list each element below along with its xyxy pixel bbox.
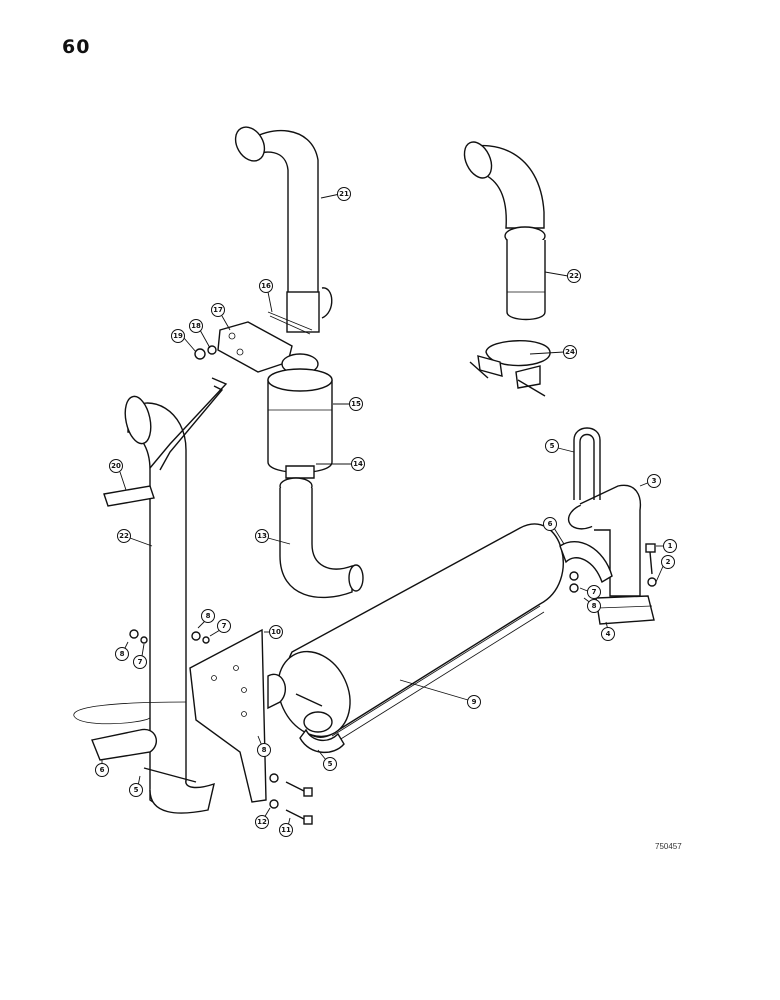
- stack-pipe-22: [124, 395, 215, 814]
- svg-text:4: 4: [606, 630, 611, 638]
- clamp-24: [469, 340, 551, 397]
- svg-text:22: 22: [119, 532, 129, 540]
- svg-text:14: 14: [353, 460, 363, 468]
- callout-19: 19: [171, 329, 185, 343]
- callout-5-left: 5: [129, 783, 143, 797]
- svg-text:20: 20: [111, 462, 121, 470]
- svg-text:19: 19: [173, 332, 183, 340]
- svg-text:2: 2: [666, 558, 671, 566]
- stack-pipe-21: [234, 126, 333, 335]
- callout-5-top: 5: [545, 439, 559, 453]
- brace-20: [103, 377, 228, 507]
- svg-text:5: 5: [134, 786, 139, 794]
- svg-text:9: 9: [472, 698, 477, 706]
- callout-10: 10: [269, 625, 283, 639]
- svg-text:3: 3: [652, 477, 657, 485]
- callout-7-left: 7: [133, 655, 147, 669]
- bracket-17: [194, 321, 293, 373]
- svg-text:7: 7: [222, 622, 227, 630]
- sleeve-15: [267, 353, 333, 479]
- elbow-pipe-13: [279, 477, 364, 599]
- callout-24: 24: [563, 345, 577, 359]
- clamp-half-6-right: [559, 541, 613, 584]
- u-bolt-5: [573, 427, 601, 500]
- callout-6-right: 6: [543, 517, 557, 531]
- callout-8-left: 8: [115, 647, 129, 661]
- callout-14: 14: [351, 457, 365, 471]
- clamp-half-6-left: [91, 728, 158, 761]
- svg-text:15: 15: [351, 400, 361, 408]
- callout-15: 15: [349, 397, 363, 411]
- svg-text:10: 10: [271, 628, 281, 636]
- callout-18: 18: [189, 319, 203, 333]
- callout-1: 1: [663, 539, 677, 553]
- svg-text:8: 8: [206, 612, 211, 620]
- svg-text:8: 8: [262, 746, 267, 754]
- svg-text:6: 6: [548, 520, 553, 528]
- svg-text:12: 12: [257, 818, 267, 826]
- svg-text:8: 8: [120, 650, 125, 658]
- callout-7-center: 7: [217, 619, 231, 633]
- svg-text:5: 5: [328, 760, 333, 768]
- svg-text:18: 18: [191, 322, 201, 330]
- drawing-code: 750457: [655, 842, 682, 851]
- callout-6-left: 6: [95, 763, 109, 777]
- clamp-half-8-muffler: [267, 673, 345, 753]
- callout-21: 21: [337, 187, 351, 201]
- svg-text:11: 11: [281, 826, 291, 834]
- callout-22-top: 22: [567, 269, 581, 283]
- callout-8-center: 8: [201, 609, 215, 623]
- svg-text:1: 1: [668, 542, 673, 550]
- curved-cap-22: [463, 141, 546, 321]
- svg-text:7: 7: [138, 658, 143, 666]
- svg-text:7: 7: [592, 588, 597, 596]
- svg-text:16: 16: [261, 282, 271, 290]
- callout-3: 3: [647, 474, 661, 488]
- svg-text:21: 21: [339, 190, 349, 198]
- svg-text:6: 6: [100, 766, 105, 774]
- callout-8-muffler: 8: [257, 743, 271, 757]
- svg-text:5: 5: [550, 442, 555, 450]
- callout-5-muffler: 5: [323, 757, 337, 771]
- callout-20: 20: [109, 459, 123, 473]
- callout-22-left: 22: [117, 529, 131, 543]
- svg-text:13: 13: [257, 532, 267, 540]
- svg-text:22: 22: [569, 272, 579, 280]
- callout-16: 16: [259, 279, 273, 293]
- callout-4: 4: [601, 627, 615, 641]
- callout-9: 9: [467, 695, 481, 709]
- callout-2: 2: [661, 555, 675, 569]
- mounting-bracket-10: [189, 628, 267, 803]
- hardware-bolts: [129, 543, 657, 825]
- svg-text:8: 8: [592, 602, 597, 610]
- exhaust-elbow-3: [567, 484, 655, 625]
- callout-11: 11: [279, 823, 293, 837]
- callout-8-right: 8: [587, 599, 601, 613]
- page-number: 60: [62, 36, 91, 58]
- svg-text:17: 17: [213, 306, 223, 314]
- callout-17: 17: [211, 303, 225, 317]
- svg-text:24: 24: [565, 348, 575, 356]
- callout-7-right: 7: [587, 585, 601, 599]
- callout-12: 12: [255, 815, 269, 829]
- callout-13: 13: [255, 529, 269, 543]
